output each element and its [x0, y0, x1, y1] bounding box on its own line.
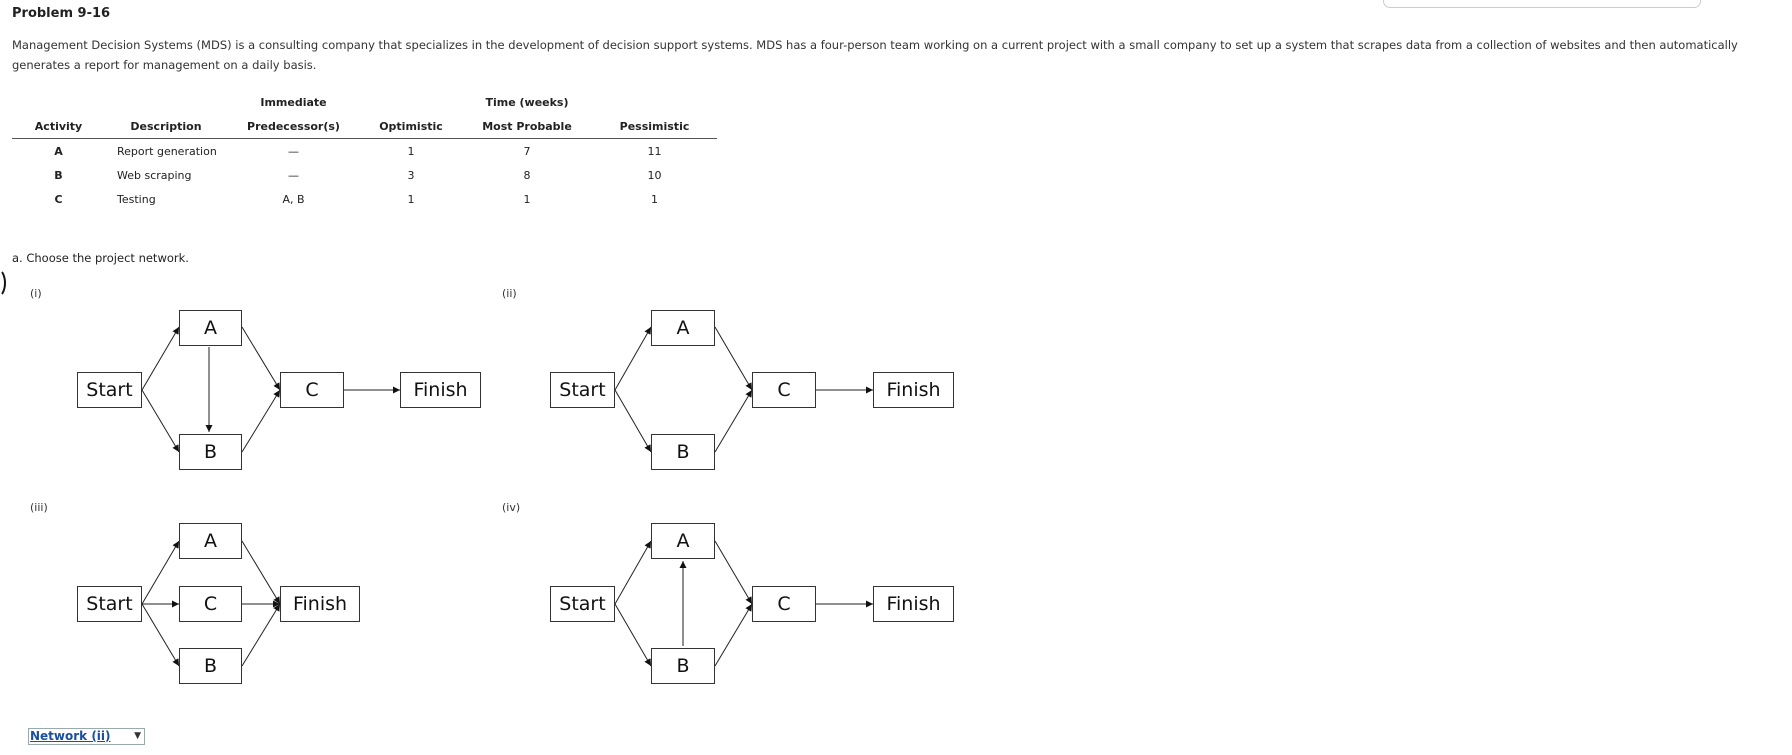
col-optimistic: Optimistic	[360, 114, 462, 139]
network-ii-activity-b-node: B	[651, 434, 715, 470]
most-probable-cell: 1	[523, 192, 531, 206]
network-ii-activity-c-node: C	[752, 372, 816, 408]
most-probable-cell: 7	[523, 144, 531, 158]
pessimistic-cell: 11	[647, 144, 662, 158]
network-iv-finish-node: Finish	[873, 586, 954, 622]
table-row: A Report generation — 1 7 11	[12, 139, 717, 164]
network-i-start-node: Start	[77, 372, 142, 408]
description-cell: Web scraping	[117, 168, 192, 182]
most-probable-cell: 8	[523, 168, 531, 182]
network-iv-activity-a-node: A	[651, 523, 715, 559]
pessimistic-cell: 1	[651, 192, 658, 206]
predecessor-cell: —	[288, 144, 299, 158]
network-iii-start-node: Start	[77, 586, 142, 622]
table-row: B Web scraping — 3 8 10	[12, 163, 717, 187]
network-label-iv: (iv)	[502, 501, 521, 514]
problem-title: Problem 9-16	[12, 6, 111, 21]
network-label-i: (i)	[30, 287, 42, 300]
col-most-probable: Most Probable	[462, 114, 592, 139]
network-i-activity-a-node: A	[179, 310, 242, 346]
predecessor-cell: —	[288, 168, 299, 182]
activity-table: Immediate Time (weeks) Activity Descript…	[12, 90, 717, 211]
network-iii-activity-a-node: A	[179, 523, 242, 559]
table-row: C Testing A, B 1 1 1	[12, 187, 717, 211]
col-predecessors: Predecessor(s)	[227, 114, 360, 139]
optimistic-cell: 3	[407, 168, 415, 182]
network-i-activity-b-node: B	[179, 434, 242, 470]
col-description: Description	[105, 114, 227, 139]
optimistic-cell: 1	[407, 144, 415, 158]
network-iii-activity-b-node: B	[179, 648, 242, 684]
chevron-down-icon: ▼	[134, 731, 141, 741]
left-edge-marker	[0, 268, 6, 298]
activity-cell: B	[54, 168, 63, 182]
network-i-finish-node: Finish	[400, 372, 481, 408]
problem-intro-text: Management Decision Systems (MDS) is a c…	[12, 38, 1738, 72]
immediate-header: Immediate	[260, 95, 327, 109]
network-ii-activity-a-node: A	[651, 310, 715, 346]
network-ii-start-node: Start	[550, 372, 615, 408]
col-pessimistic: Pessimistic	[592, 114, 717, 139]
question-a: a. Choose the project network.	[12, 251, 189, 265]
description-cell: Report generation	[117, 144, 217, 158]
network-label-ii: (ii)	[502, 287, 517, 300]
network-answer-value: Network (ii)	[30, 729, 111, 743]
activity-cell: A	[54, 144, 63, 158]
network-i-activity-c-node: C	[280, 372, 344, 408]
pessimistic-cell: 10	[647, 168, 662, 182]
time-weeks-header: Time (weeks)	[485, 95, 569, 109]
network-iii-activity-c-node: C	[179, 586, 242, 622]
network-answer-select[interactable]: Network (ii) ▼	[28, 728, 145, 745]
description-cell: Testing	[117, 192, 156, 206]
optimistic-cell: 1	[407, 192, 415, 206]
network-iv-start-node: Start	[550, 586, 615, 622]
network-iii-finish-node: Finish	[280, 586, 360, 622]
activity-cell: C	[54, 192, 63, 206]
col-activity: Activity	[12, 114, 105, 139]
predecessor-cell: A, B	[282, 192, 305, 206]
network-ii-finish-node: Finish	[873, 372, 954, 408]
network-label-iii: (iii)	[30, 501, 48, 514]
network-iv-activity-c-node: C	[752, 586, 816, 622]
network-iv-activity-b-node: B	[651, 648, 715, 684]
